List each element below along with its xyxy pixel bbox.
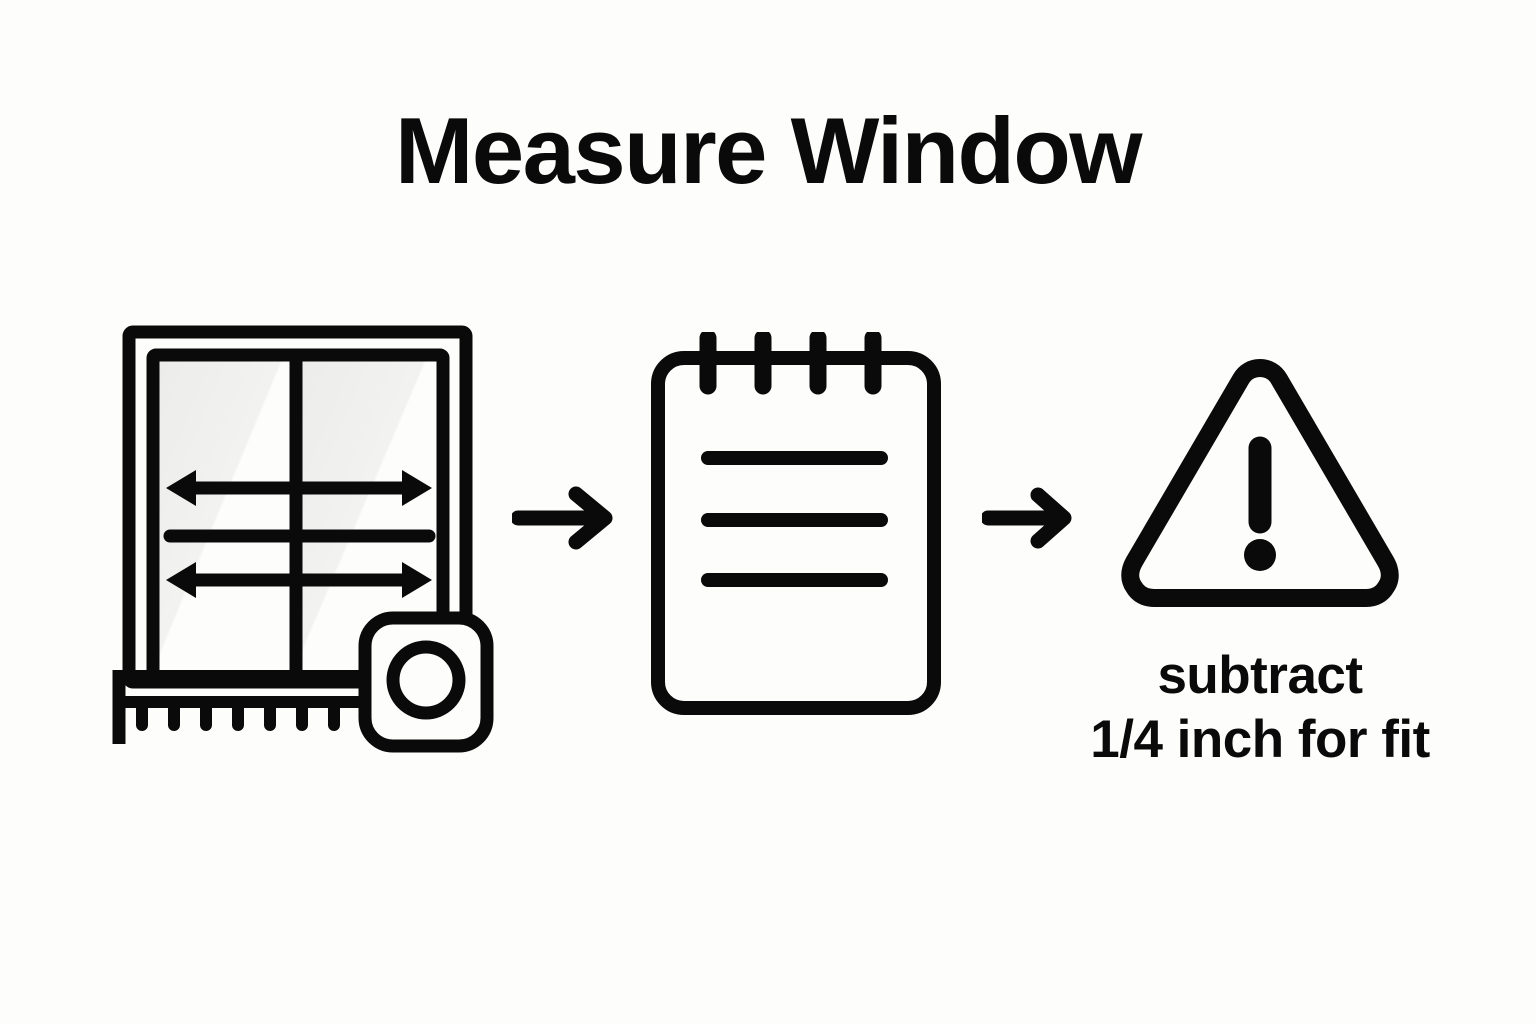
step-subtract-for-fit: subtract 1/4 inch for fit [1070,340,1450,800]
tape-measure [112,611,494,753]
step-write-down [646,332,946,722]
notepad-icon [651,332,941,715]
connector-1 [512,482,624,552]
process-flow: subtract 1/4 inch for fit [0,300,1536,770]
notepad-ruled-lines [701,451,888,587]
connector-2 [982,485,1082,549]
warning-triangle-icon [1121,359,1399,607]
caption-line-2: 1/4 inch for fit [1090,710,1430,770]
width-measure-arrow-bottom [166,562,432,598]
width-measure-arrow-top [166,470,432,506]
window-pane-left [159,358,292,678]
warning-caption: subtract 1/4 inch for fit [1070,646,1450,771]
window-with-tape-measure-icon [112,325,494,753]
page-title: Measure Window [395,98,1142,203]
step-measure-window [104,308,504,760]
exclamation-dot [1244,539,1276,571]
tape-measure-reel [386,640,466,720]
tape-blade-ticks [136,702,340,731]
notepad-binding-rings [699,332,882,395]
caption-line-1: subtract [1157,646,1363,705]
arrow-right-icon [982,487,1072,549]
arrow-right-icon [512,486,613,550]
notepad-body [651,351,941,715]
